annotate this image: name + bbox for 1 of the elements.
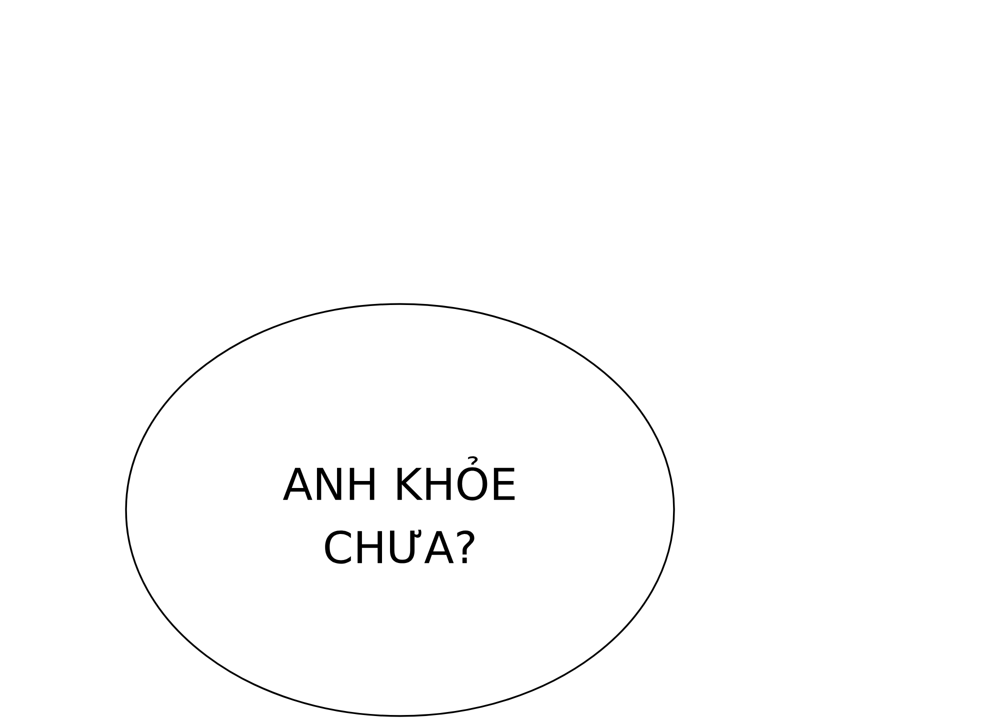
speech-bubble: ANH KHỎE CHƯA? xyxy=(125,303,675,717)
